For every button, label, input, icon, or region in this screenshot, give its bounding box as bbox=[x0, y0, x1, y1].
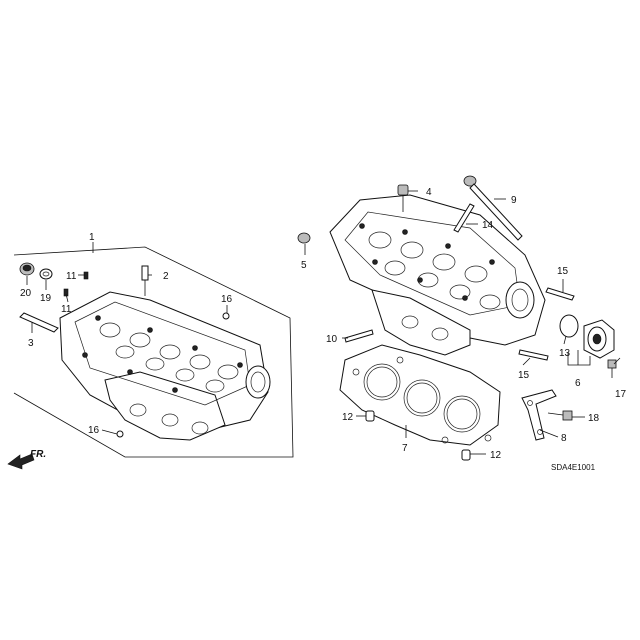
callout-15b: 15 bbox=[518, 370, 530, 381]
callout-1: 1 bbox=[89, 232, 95, 243]
leader-lines bbox=[26, 190, 621, 455]
front-arrow-icon bbox=[7, 453, 35, 470]
callout-5: 5 bbox=[301, 260, 307, 271]
part-4-cap bbox=[397, 184, 409, 212]
callout-7: 7 bbox=[402, 443, 408, 454]
callout-2: 2 bbox=[163, 271, 169, 282]
part-16-marker bbox=[116, 312, 230, 438]
callout-11b: 11 bbox=[61, 304, 72, 315]
callout-10: 10 bbox=[326, 334, 338, 345]
part-20-plug bbox=[19, 262, 35, 276]
part-10-stud bbox=[344, 329, 374, 343]
callout-17: 17 bbox=[615, 389, 627, 400]
callout-14: 14 bbox=[482, 220, 494, 231]
part-15-studs bbox=[518, 287, 575, 361]
callout-16b: 16 bbox=[88, 425, 100, 436]
part-2-dowel bbox=[141, 265, 149, 296]
callout-12b: 12 bbox=[490, 450, 502, 461]
part-7-head-gasket bbox=[339, 344, 501, 446]
cam-journals bbox=[99, 322, 239, 393]
callout-8: 8 bbox=[561, 433, 567, 444]
callout-3: 3 bbox=[28, 338, 34, 349]
callout-4: 4 bbox=[426, 187, 432, 198]
callout-labels: 1 2 3 4 5 6 7 8 9 10 11 11 12 12 13 14 1… bbox=[20, 187, 627, 461]
callout-9: 9 bbox=[511, 195, 517, 206]
callout-15a: 15 bbox=[557, 266, 569, 277]
part-5-cap bbox=[297, 232, 311, 244]
direction-label: FR. bbox=[30, 449, 46, 460]
front-direction-indicator: FR. bbox=[7, 449, 46, 470]
callout-13: 13 bbox=[559, 348, 571, 359]
part-18-bolt bbox=[547, 410, 573, 421]
part-19-washer bbox=[39, 268, 53, 280]
callout-19: 19 bbox=[40, 293, 52, 304]
front-cylinder-head-assembly bbox=[13, 246, 294, 458]
callout-16a: 16 bbox=[221, 294, 233, 305]
rear-cylinder-head-assembly bbox=[329, 194, 546, 356]
part-13-o-ring bbox=[559, 314, 579, 338]
callout-11a: 11 bbox=[66, 271, 77, 282]
callout-20: 20 bbox=[20, 288, 32, 299]
part-17-bolt bbox=[607, 359, 617, 378]
callout-6: 6 bbox=[575, 378, 581, 389]
part-8-bracket bbox=[521, 389, 557, 441]
part-9-bolt bbox=[463, 175, 523, 241]
callout-18: 18 bbox=[588, 413, 600, 424]
part-3-stud bbox=[19, 312, 59, 333]
part-14-stud bbox=[453, 203, 475, 233]
callout-12a: 12 bbox=[342, 412, 354, 423]
part-6-housing bbox=[583, 319, 615, 359]
diagram-code: SDA4E1001 bbox=[551, 463, 596, 472]
part-11-pins bbox=[63, 271, 89, 297]
